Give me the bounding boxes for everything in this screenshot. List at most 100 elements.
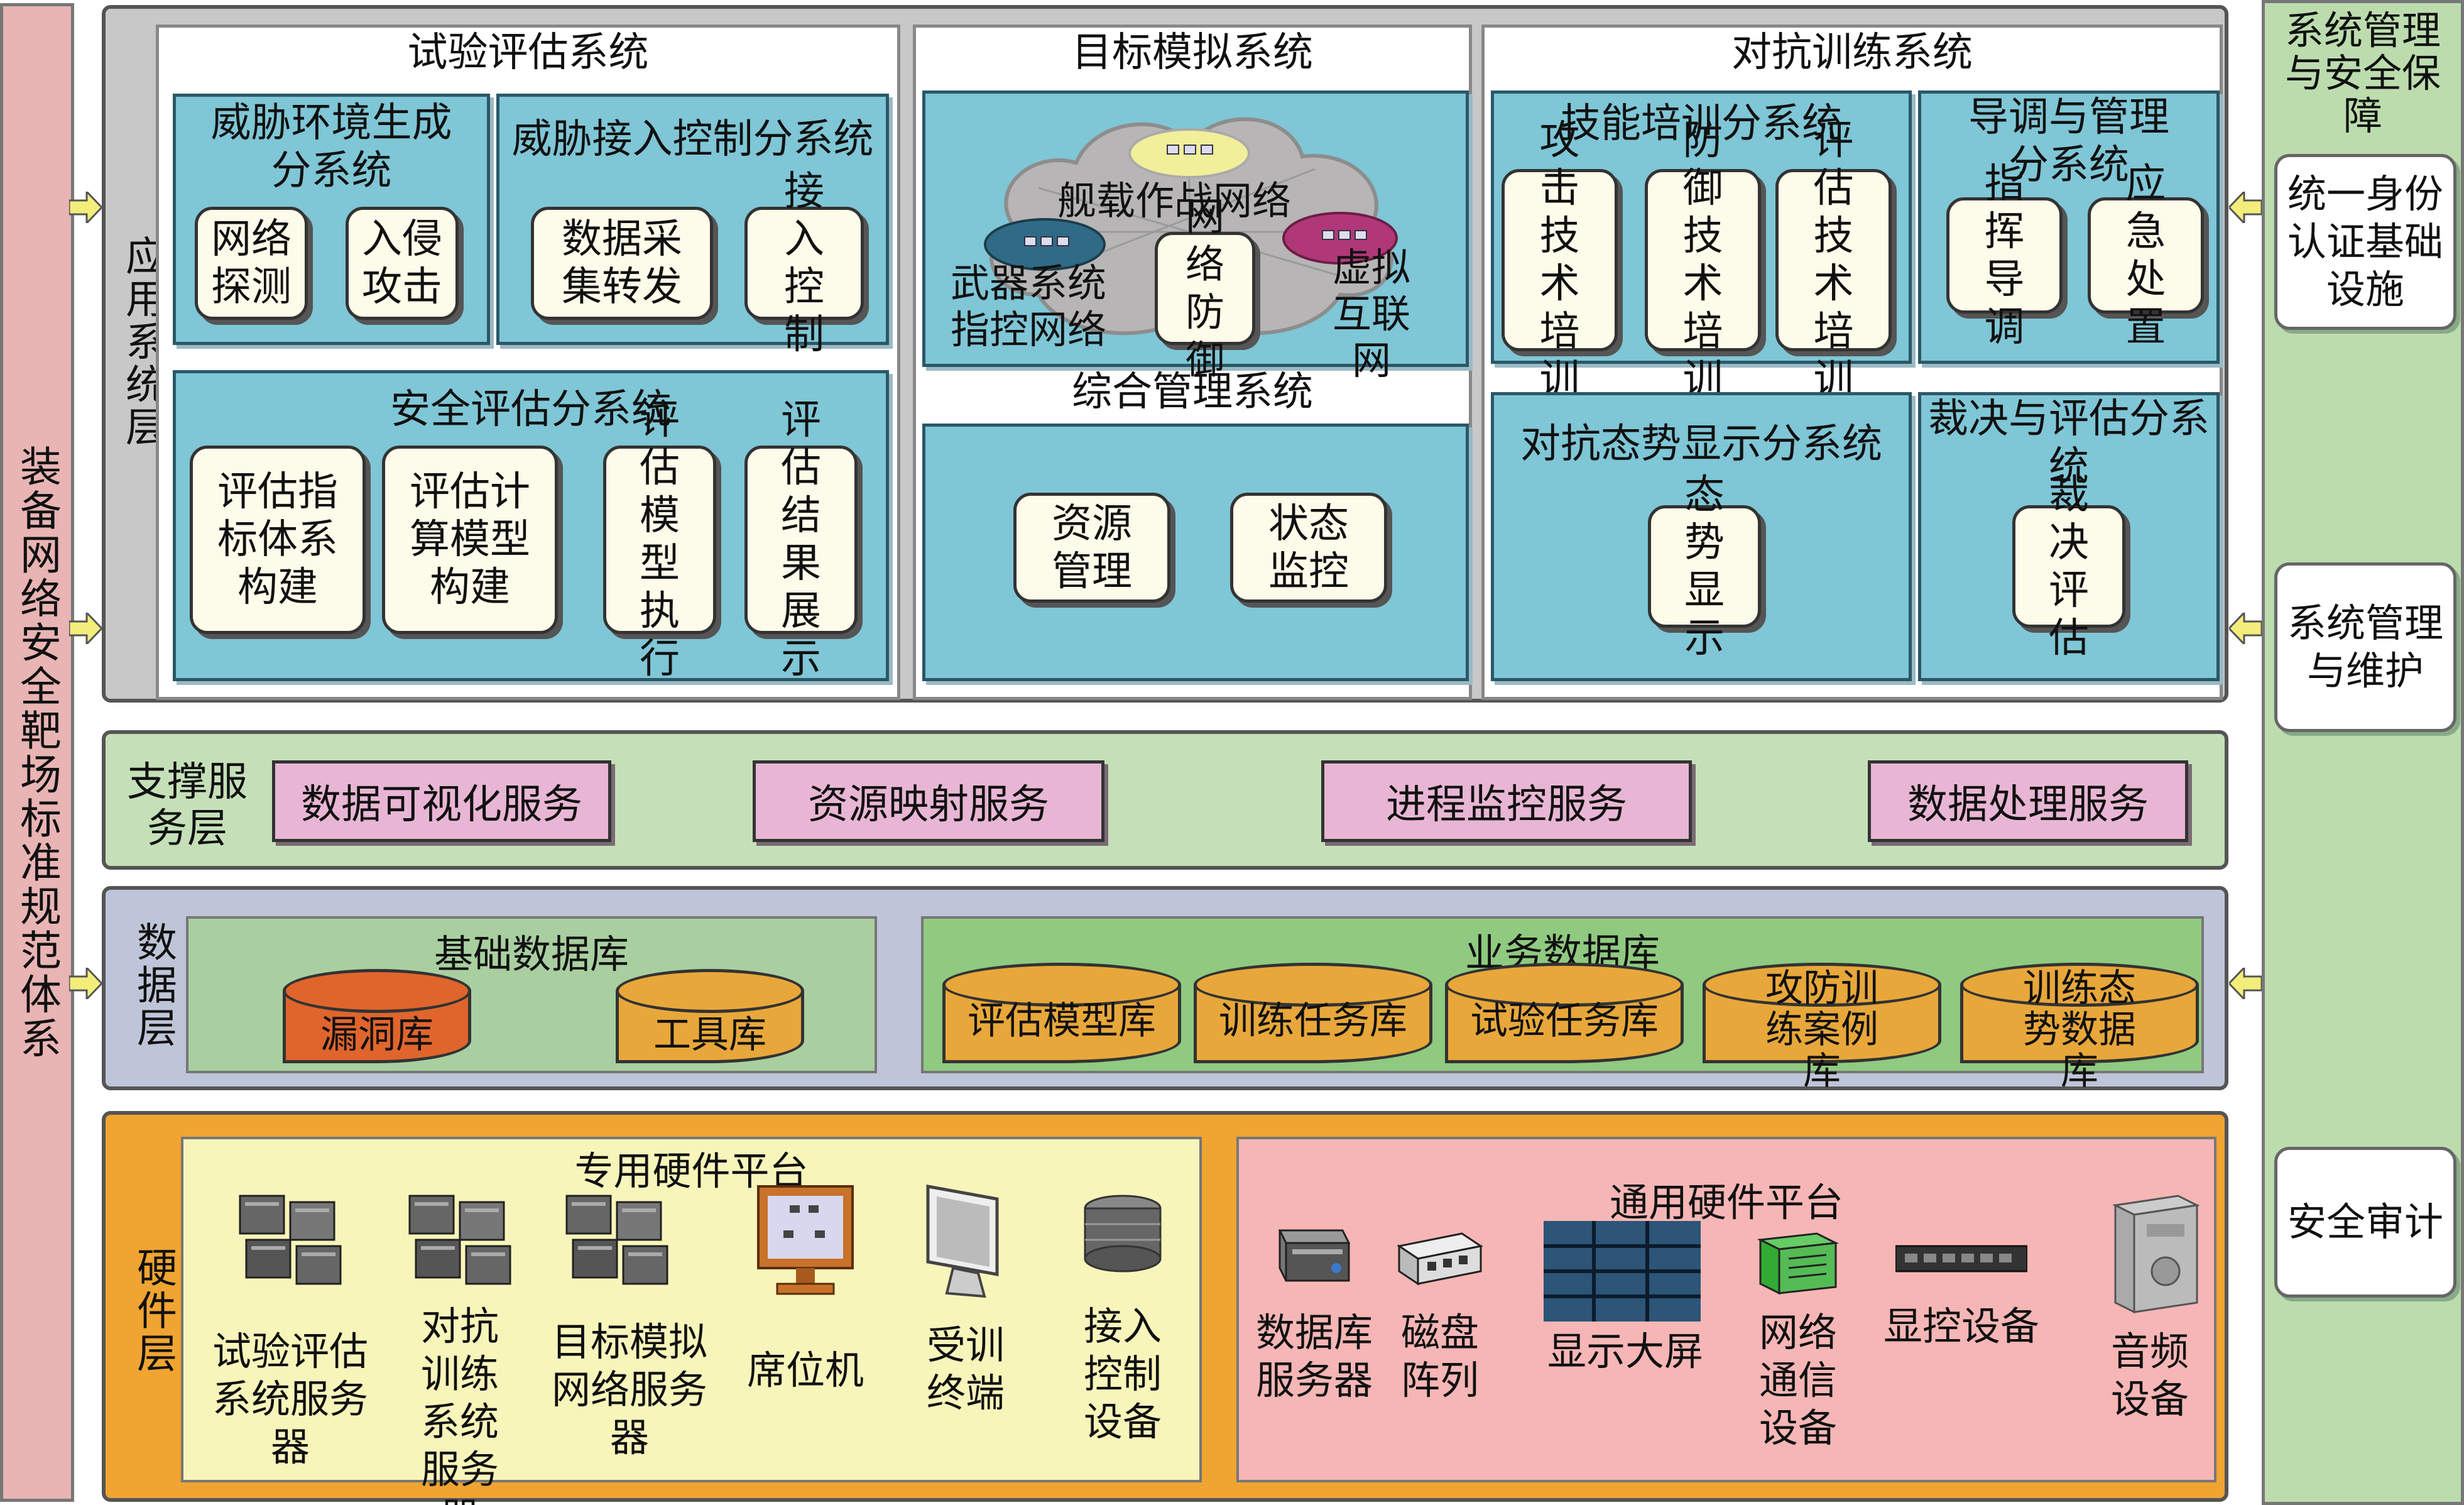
shipborne-network-label: 舰载作战网络 [1057,178,1292,224]
confrontation-system: 对抗训练系统 技能培训分系统 攻击技术培训 防御技术培训 评估技术培训 导调与管… [1481,25,2223,700]
skill-training-subsystem: 技能培训分系统 攻击技术培训 防御技术培训 评估技术培训 [1491,90,1912,403]
test-eval-system-title: 试验评估系统 [407,30,649,76]
target-sim-server-label: 目标模拟网络服务器 [551,1319,707,1460]
threat-access-title: 威胁接入控制分系统 [511,116,874,163]
database-server-label: 数据库服务器 [1255,1310,1373,1403]
server-rack-icon [239,1195,342,1285]
security-eval-title: 安全评估分系统 [390,386,672,433]
basic-db-group: 基础数据库 漏洞库 工具库 [186,916,877,1073]
audio-device-icon [2112,1195,2200,1314]
training-terminal-label: 受训终端 [926,1322,1005,1416]
eval-model-db: 评估模型库 [942,963,1181,1063]
server-rack-icon [565,1195,668,1285]
general-hw-platform: 通用硬件平台 数据库服务器 磁盘阵列 显示大屏 网络通信设备 显控设备 音频设备 [1236,1137,2216,1482]
eval-result-box: 评估结果展示 [744,397,858,682]
attack-defense-case-db-label: 攻防训练案例库 [1765,966,1878,1093]
data-layer-label: 数据层 [130,921,177,1049]
database-server-icon [1278,1229,1351,1282]
eval-calc-box: 评估计算模型构建 [382,446,558,634]
process-monitor-service: 进程监控服务 [1321,760,1692,842]
access-control-box: 接入控制 [744,168,864,358]
support-layer: 支撑服务层 数据可视化服务 资源映射服务 进程监控服务 数据处理服务 [102,730,2228,870]
vulnerability-db-label: 漏洞库 [320,1013,433,1057]
intrusion-attack-box: 入侵攻击 [346,207,459,320]
basic-db-title: 基础数据库 [433,931,629,977]
access-control-device-label: 接入控制设备 [1083,1303,1162,1445]
director-title: 导调与管理分系统 [1968,94,2169,189]
business-db-group: 业务数据库 评估模型库 训练任务库 试验任务库 攻防训练案例库 训练态势数据库 [921,916,2204,1092]
arrow-right-icon [69,613,102,644]
ruling-subsystem: 裁决与评估分系统 裁决评估 [1918,392,2220,681]
training-task-db: 训练任务库 [1194,963,1432,1063]
hardware-layer-label: 硬件层 [130,1247,177,1375]
ruling-eval-box: 裁决评估 [2012,472,2125,662]
arrow-left-icon [2229,613,2262,644]
eval-index-box: 评估指标体系构建 [190,446,366,634]
test-task-db: 试验任务库 [1445,963,1684,1063]
target-sim-system: 目标模拟系统 舰载作战网络 武器系统指控网络 网络防御 虚拟互联网 [913,25,1472,700]
test-eval-server-label: 试验评估系统服务器 [212,1328,368,1470]
network-comm-device-label: 网络通信设备 [1758,1310,1837,1451]
data-processing-service: 数据处理服务 [1868,760,2188,842]
target-sim-panel: 舰载作战网络 武器系统指控网络 网络防御 虚拟互联网 [922,90,1469,383]
attack-defense-case-db: 攻防训练案例库 [1703,963,1941,1092]
weapon-network-label: 武器系统指控网络 [951,260,1107,353]
confrontation-title: 对抗训练系统 [1731,30,1973,76]
threat-env-subsystem: 威胁环境生成分系统 网络探测 入侵攻击 [173,94,490,345]
vulnerability-db: 漏洞库 [283,969,471,1063]
arrow-right-icon [69,968,102,999]
resource-mapping-service: 资源映射服务 [753,760,1104,842]
training-situation-db-label: 训练态势数据库 [2023,966,2136,1093]
situation-subsystem: 对抗态势显示分系统 态势显示 [1491,392,1912,681]
data-collect-box: 数据采集转发 [531,207,713,320]
monitor-terminal-icon [926,1185,999,1298]
seat-machine-label: 席位机 [746,1347,864,1393]
data-visualization-service: 数据可视化服务 [272,760,611,842]
situation-display-box: 态势显示 [1648,472,1761,662]
workstation-icon [757,1185,854,1295]
eval-model-db-label: 评估模型库 [968,999,1156,1043]
integrated-mgmt-panel: 资源管理 状态监控 [922,424,1469,681]
arrow-left-icon [2229,968,2262,999]
identity-auth-box: 统一身份认证基础设施 [2274,154,2456,330]
disk-array-icon [1397,1232,1483,1286]
arrow-right-icon [69,192,102,223]
attack-training-box: 攻击技术培训 [1502,118,1618,403]
target-sim-title: 目标模拟系统 [1072,30,1313,76]
situation-title: 对抗态势显示分系统 [1520,421,1882,468]
training-situation-db: 训练态势数据库 [1960,963,2199,1092]
test-task-db-label: 试验任务库 [1470,999,1659,1043]
security-audit-box: 安全审计 [2274,1147,2456,1298]
left-banner-text: 装备网络安全靶场标准规范体系 [13,444,62,1061]
defense-training-box: 防御技术培训 [1645,118,1761,403]
resource-mgmt-box: 资源管理 [1013,493,1170,603]
firewall-device-icon [1084,1195,1162,1272]
audio-device-label: 音频设备 [2110,1328,2189,1422]
left-banner: 装备网络安全靶场标准规范体系 [0,3,74,1502]
eval-model-exec-box: 评估模型执行 [603,397,716,682]
eval-training-box: 评估技术培训 [1775,118,1892,403]
arrow-left-icon [2229,192,2262,223]
integrated-mgmt-title: 综合管理系统 [1072,369,1313,415]
dedicated-hw-platform: 专用硬件平台 试验评估系统服务器 对抗训练系统服务器 目标模拟网络服务器 席位机… [181,1137,1202,1505]
network-probe-box: 网络探测 [195,207,308,320]
display-control-device-icon [1895,1245,2027,1272]
command-direct-box: 指挥导调 [1946,161,2063,351]
threat-access-subsystem: 威胁接入控制分系统 数据采集转发 接入控制 [496,94,889,358]
disk-array-label: 磁盘阵列 [1400,1310,1479,1403]
confrontation-server-label: 对抗训练系统服务器 [420,1303,499,1505]
application-layer: 应用系统层 试验评估系统 威胁环境生成分系统 网络探测 入侵攻击 威胁接入控制分… [102,5,2228,703]
skill-training-title: 技能培训分系统 [1561,101,1842,147]
display-screen-icon [1544,1221,1701,1322]
ruling-title: 裁决与评估分系统 [1928,396,2210,490]
director-subsystem: 导调与管理分系统 指挥导调 应急处置 [1918,90,2220,364]
network-defense-box: 网络防御 [1155,194,1255,383]
test-eval-system: 试验评估系统 威胁环境生成分系统 网络探测 入侵攻击 威胁接入控制分系统 数据采… [156,25,900,700]
server-rack-icon [408,1195,511,1285]
network-cloud-icon [984,117,1398,336]
threat-env-title: 威胁环境生成分系统 [210,100,452,194]
tool-db: 工具库 [616,969,804,1063]
hardware-layer: 硬件层 专用硬件平台 试验评估系统服务器 对抗训练系统服务器 目标模拟网络服务器… [102,1111,2228,1505]
display-control-device-label: 显控设备 [1883,1303,2039,1349]
tool-db-label: 工具库 [653,1013,766,1057]
